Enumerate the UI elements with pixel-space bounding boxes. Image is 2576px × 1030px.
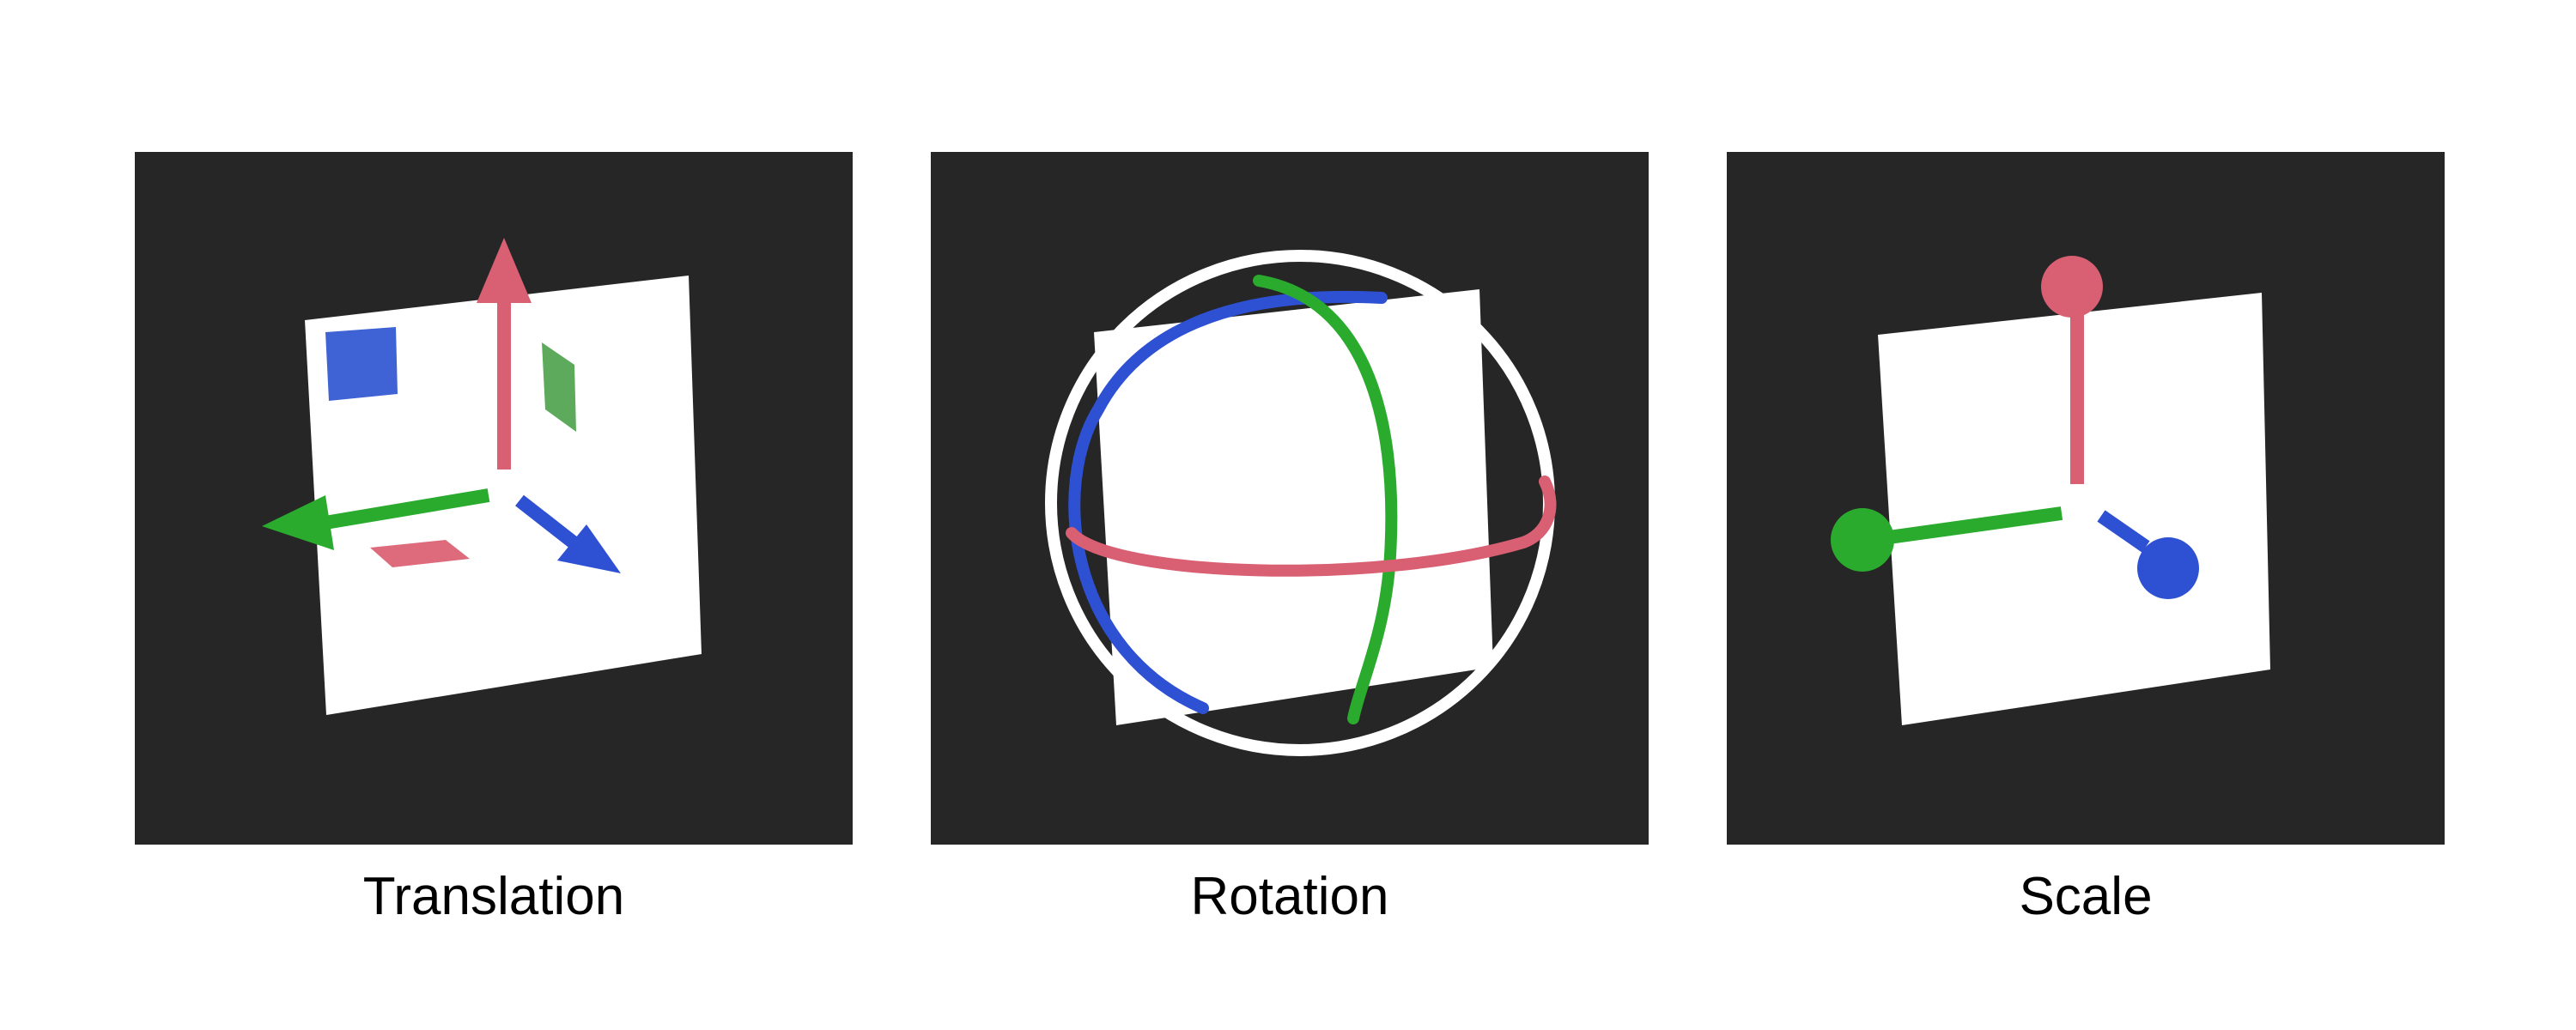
white-plane <box>305 276 702 715</box>
white-plane <box>1094 289 1493 725</box>
green-plane-handle[interactable] <box>542 342 576 432</box>
red-rotation-ring[interactable] <box>1066 476 1557 577</box>
rotation-gizmo-graphic <box>1045 250 1557 756</box>
scale-caption: Scale <box>2019 867 2153 926</box>
blue-axis-shaft[interactable] <box>515 494 579 549</box>
rotation-viewport <box>931 152 1649 845</box>
scale-gizmo-graphic <box>1831 256 2270 725</box>
translation-caption: Translation <box>362 867 625 926</box>
white-plane <box>1878 293 2270 725</box>
red-arrow-head[interactable] <box>477 238 532 303</box>
scale-viewport <box>1727 152 2445 845</box>
green-axis-line[interactable] <box>1862 506 2063 548</box>
blue-scale-handle[interactable] <box>2137 537 2199 599</box>
green-scale-handle[interactable] <box>1831 508 1894 572</box>
blue-rotation-ring[interactable] <box>1068 290 1388 714</box>
green-arrow-head[interactable] <box>262 495 334 550</box>
green-rotation-ring[interactable] <box>1253 275 1398 724</box>
blue-arrow-head[interactable] <box>557 524 621 573</box>
translation-viewport <box>135 152 853 845</box>
blue-axis-line[interactable] <box>2097 510 2150 553</box>
green-axis-shaft[interactable] <box>324 488 490 530</box>
red-plane-handle[interactable] <box>370 540 470 567</box>
blue-plane-handle[interactable] <box>325 327 398 401</box>
rotation-caption: Rotation <box>1190 867 1389 926</box>
translation-gizmo-graphic <box>262 238 702 715</box>
red-scale-handle[interactable] <box>2041 256 2103 318</box>
